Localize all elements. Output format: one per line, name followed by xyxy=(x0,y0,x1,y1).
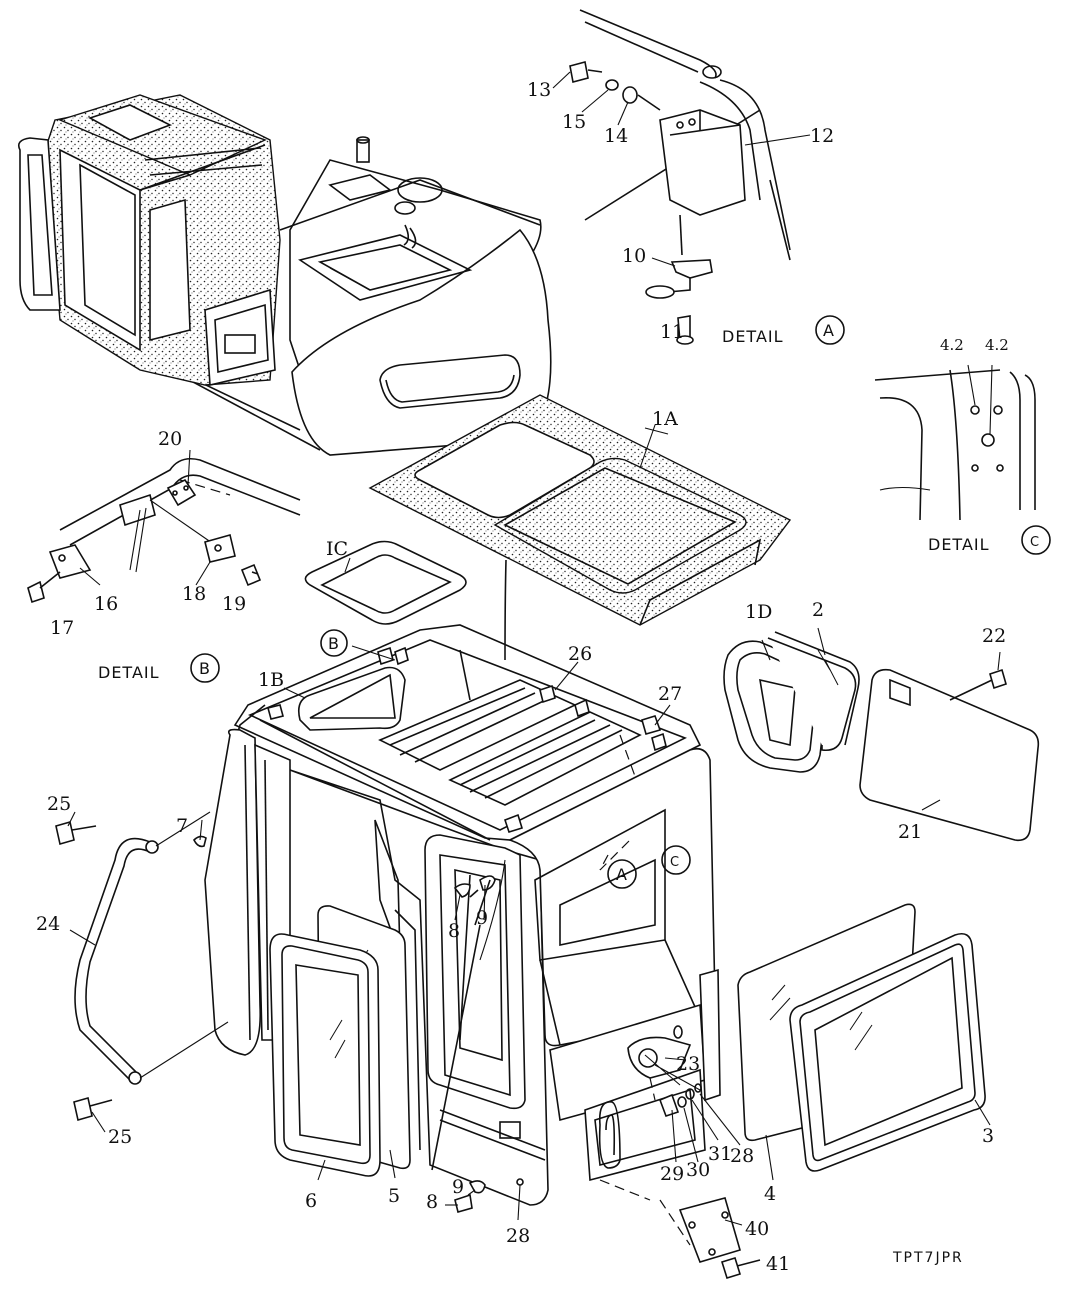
label-4: 4 xyxy=(764,1183,776,1205)
front-windows-3-4 xyxy=(737,903,986,1172)
label-6: 6 xyxy=(305,1190,317,1212)
detail-b-drawing xyxy=(27,457,301,604)
label-22: 22 xyxy=(982,625,1006,647)
callout-c-circle xyxy=(661,845,691,875)
label-24: 24 xyxy=(36,913,60,935)
detail-c-drawing xyxy=(874,364,1036,521)
detail-a-text: DETAIL xyxy=(722,327,784,346)
label-29: 29 xyxy=(660,1163,684,1185)
detail-c-letter: C xyxy=(1030,535,1040,550)
label-26: 26 xyxy=(568,643,592,665)
label-15: 15 xyxy=(562,111,586,133)
label-27: 27 xyxy=(658,683,682,705)
drawing-code: TPT7JPR xyxy=(892,1250,964,1266)
label-2: 2 xyxy=(812,599,824,621)
label-42-b: 4.2 xyxy=(985,336,1009,354)
label-9-bottom: 9 xyxy=(452,1176,464,1198)
leader-lines xyxy=(67,71,1001,1226)
roof-panel-1a xyxy=(368,394,792,626)
right-windows xyxy=(723,631,1040,842)
label-31: 31 xyxy=(708,1143,732,1165)
label-25-top: 25 xyxy=(47,793,71,815)
label-8-top: 8 xyxy=(448,920,460,942)
overview-machine xyxy=(17,94,552,456)
label-13: 13 xyxy=(527,79,551,101)
label-25-bottom: 25 xyxy=(108,1126,132,1148)
detail-b-letter: B xyxy=(199,659,211,678)
label-20: 20 xyxy=(158,428,182,450)
label-40: 40 xyxy=(745,1218,769,1240)
label-17: 17 xyxy=(50,617,74,639)
detail-a-drawing xyxy=(569,9,791,345)
label-1b: 1B xyxy=(258,669,284,691)
label-42-a: 4.2 xyxy=(940,336,964,354)
label-21: 21 xyxy=(898,821,922,843)
label-41: 41 xyxy=(766,1253,790,1275)
label-28-bottom: 28 xyxy=(506,1225,530,1247)
detail-c-circle xyxy=(1021,525,1051,555)
small-parts xyxy=(658,1083,761,1279)
label-7: 7 xyxy=(176,815,188,837)
label-10: 10 xyxy=(622,245,646,267)
label-14: 14 xyxy=(604,125,628,147)
main-cab xyxy=(204,559,721,1246)
side-window-6-5 xyxy=(269,905,411,1177)
callout-a-letter: A xyxy=(616,865,628,884)
label-5: 5 xyxy=(388,1185,400,1207)
label-16: 16 xyxy=(94,593,118,615)
label-9-top: 9 xyxy=(476,907,488,929)
label-8-bottom: 8 xyxy=(426,1191,438,1213)
label-28-right: 28 xyxy=(730,1145,754,1167)
label-23: 23 xyxy=(676,1053,700,1075)
label-12: 12 xyxy=(810,125,834,147)
seal-1c xyxy=(304,540,467,625)
label-30: 30 xyxy=(686,1159,710,1181)
detail-a-letter: A xyxy=(823,321,835,340)
label-1a: 1A xyxy=(652,408,678,430)
detail-c-text: DETAIL xyxy=(928,535,990,554)
part-labels: 13 15 14 12 10 11 4.2 4.2 1A 20 IC 16 18… xyxy=(36,79,1009,1275)
detail-callouts: DETAIL A DETAIL C DETAIL B B A C xyxy=(98,315,1051,889)
handrail-24 xyxy=(55,811,229,1122)
label-11: 11 xyxy=(660,321,684,343)
label-18: 18 xyxy=(182,583,206,605)
label-1c: IC xyxy=(326,538,348,560)
callout-b-letter: B xyxy=(328,634,340,653)
label-1d: 1D xyxy=(745,601,772,623)
label-19: 19 xyxy=(222,593,246,615)
detail-b-text: DETAIL xyxy=(98,663,160,682)
label-3: 3 xyxy=(982,1125,994,1147)
callout-c-letter: C xyxy=(670,855,680,870)
